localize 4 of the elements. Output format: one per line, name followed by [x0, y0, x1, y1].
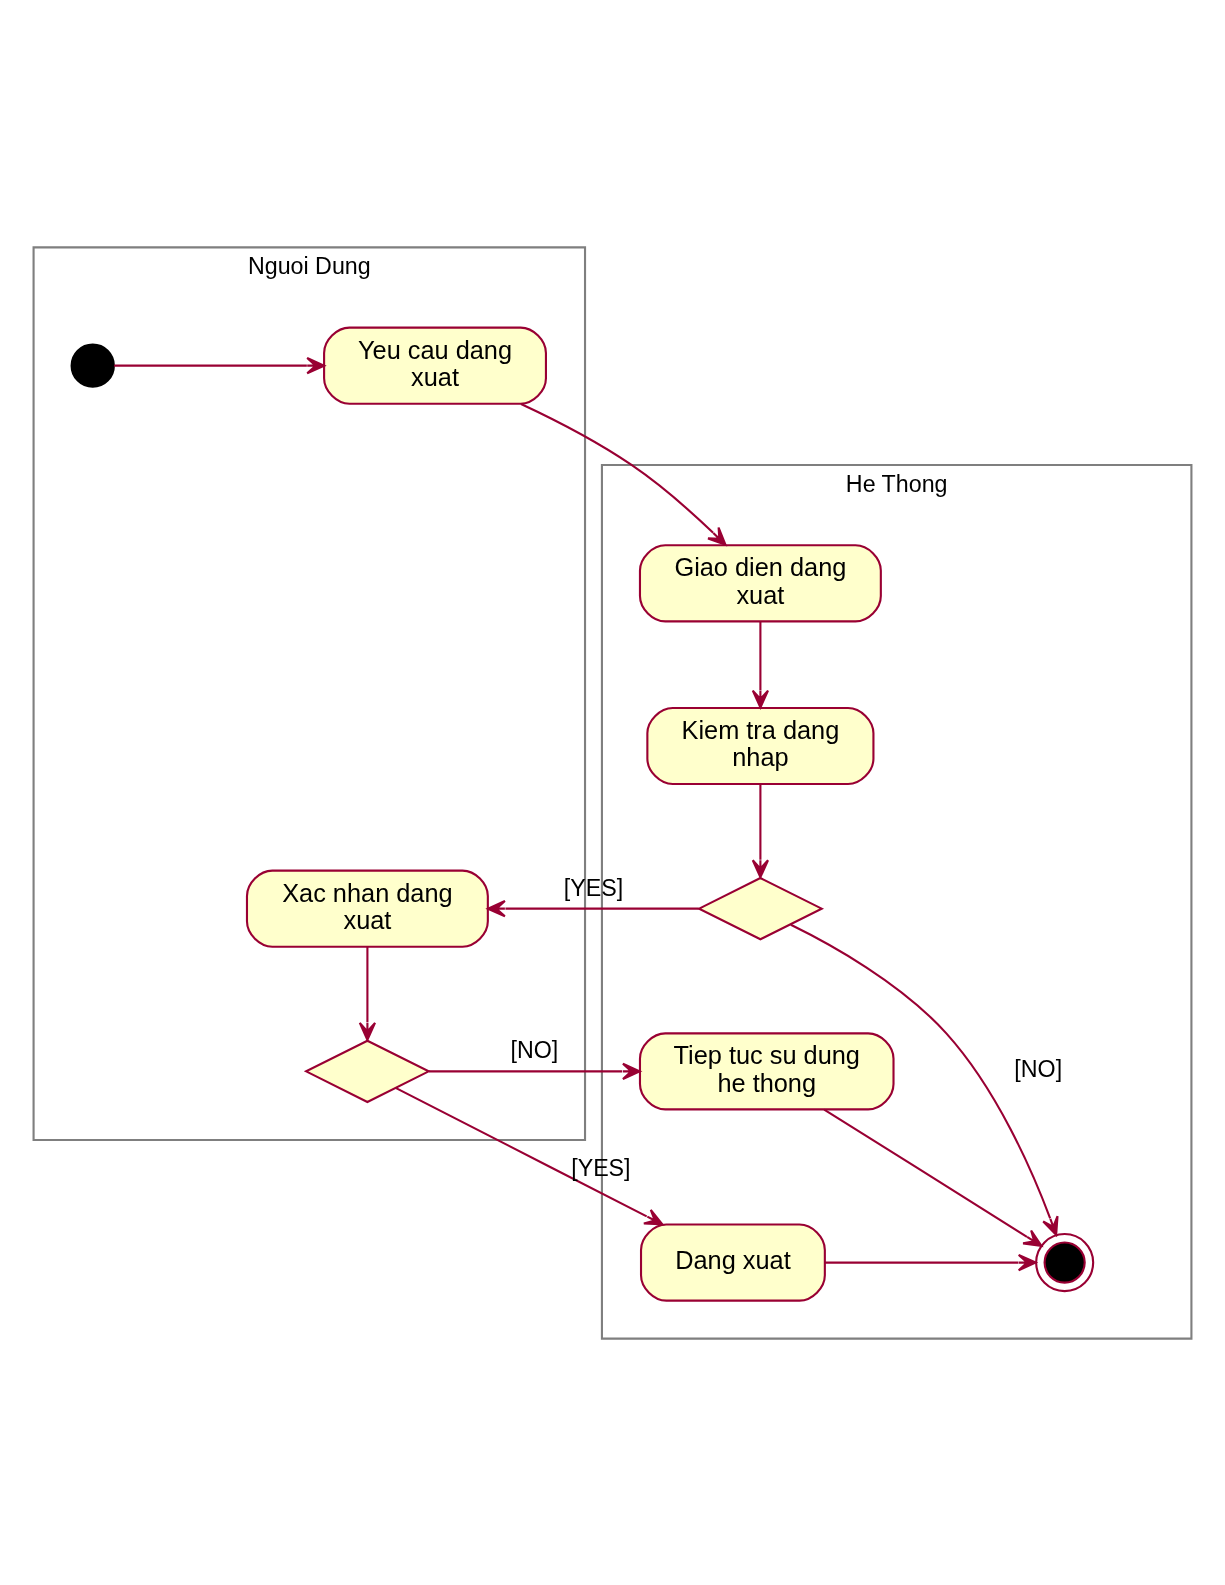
edge-label: [NO]: [510, 1036, 559, 1063]
edge-label: [YES]: [563, 874, 624, 901]
edge-label: [YES]: [571, 1154, 631, 1181]
edge-label: [NO]: [1014, 1055, 1063, 1082]
